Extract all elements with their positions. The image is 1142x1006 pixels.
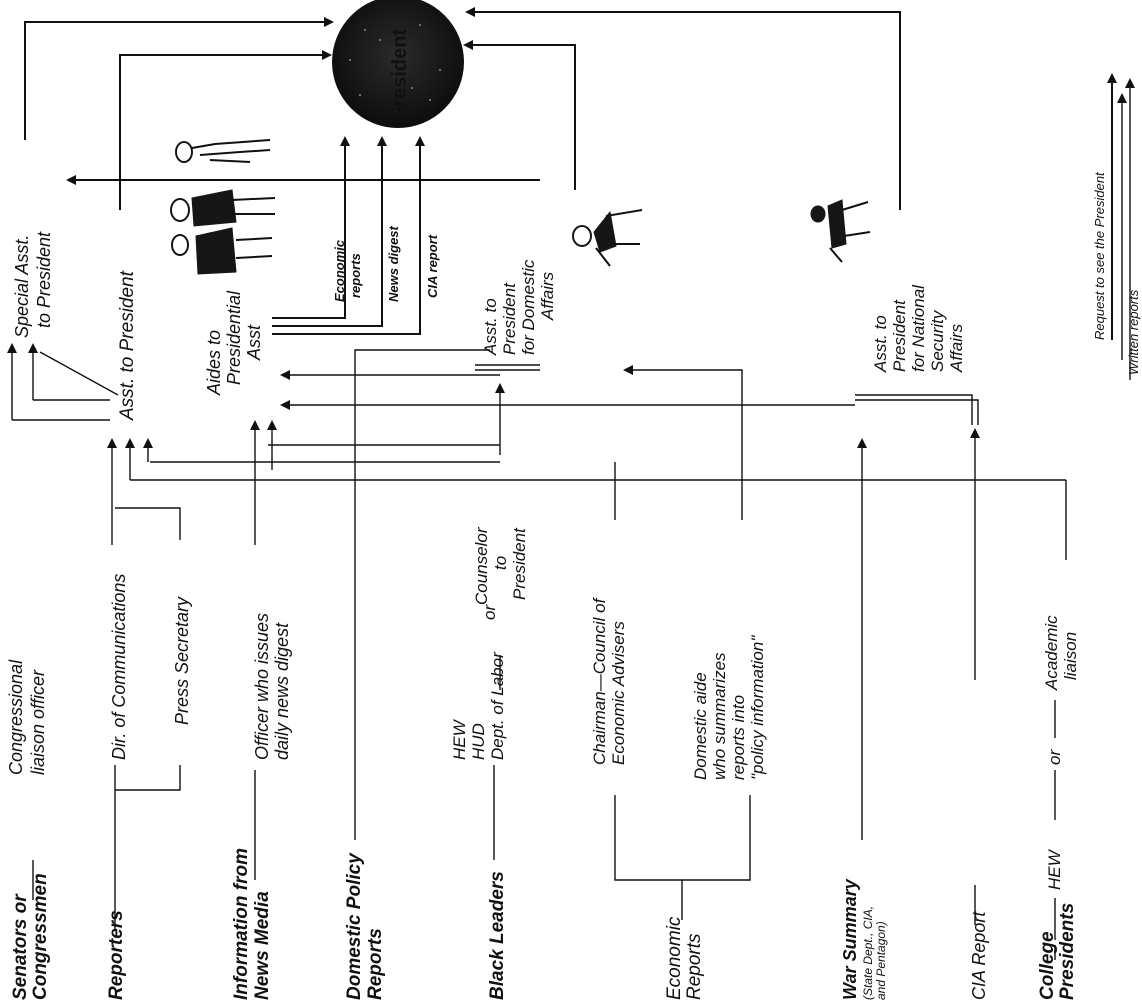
asst-national-line-2: President (890, 299, 909, 372)
figure-group-left (170, 139, 276, 275)
asst-national-line-1: Asst. to (871, 315, 890, 373)
hew-2-label: HEW (1045, 848, 1064, 890)
figure-national-security (810, 199, 871, 263)
congressional-line-1: Congressional (6, 659, 26, 775)
counselor-line-1: Counselor (472, 526, 491, 605)
officer-news-line-2: daily news digest (272, 622, 292, 760)
asst-domestic-node: Asst. to President for Domestic Affairs (481, 259, 557, 356)
economic-reports-line-1: Economic (664, 916, 685, 1000)
cia-report-source-label: CIA Report (969, 911, 989, 1000)
lines-to-president (24, 7, 901, 335)
cia-report-label: CIA report (425, 234, 440, 298)
officer-news-line-1: Officer who issues (252, 613, 272, 760)
college-line-1: College (1037, 931, 1058, 1000)
asst-national-node: Asst. to President for National Security… (871, 284, 966, 373)
legend-written-label: Written reports (1126, 289, 1141, 375)
president-label: President (389, 29, 411, 120)
asst-president-request-line (119, 50, 332, 210)
figure-person-3 (171, 227, 273, 275)
special-asst-request-line (24, 17, 334, 140)
war-summary-label: War Summary (840, 878, 860, 1000)
president-node: President (332, 0, 464, 128)
domestic-policy-line-1: Domestic Policy (344, 852, 365, 1000)
aides-node: Aides to Presidential Asst (204, 290, 264, 396)
press-secretary-label: Press Secretary (172, 596, 192, 725)
congressional-line-2: liaison officer (28, 669, 48, 775)
economic-label-1: Economic (332, 239, 347, 302)
president-circle (332, 0, 464, 128)
senators-line-1: Senators or (10, 893, 31, 1000)
middle-labels: Congressional liaison officer Dir. of Co… (6, 526, 1080, 940)
special-asst-line-2: to President (34, 231, 54, 328)
cia-report-line (272, 136, 425, 335)
war-summary-sub-1: (State Dept., CIA, (861, 906, 875, 1000)
counselor-line-2: to (491, 556, 510, 570)
legend: Request to see the President Written rep… (1092, 73, 1141, 380)
asst-domestic-line-2: President (500, 282, 519, 355)
chairman-line-2: Economic Advisers (609, 621, 628, 765)
domestic-aide-line-2: who summarizes (710, 652, 729, 780)
special-asst-node: Special Asst. to President (12, 231, 54, 338)
asst-domestic-line-3: for Domestic (519, 259, 538, 355)
figure-person-2 (170, 189, 276, 227)
war-summary-sub-2: and Pentagon) (874, 921, 888, 1000)
middle-connectors (6, 343, 1067, 840)
dept-hud: HUD (469, 723, 488, 760)
black-leaders-label: Black Leaders (487, 871, 508, 1000)
special-asst-line-1: Special Asst. (12, 235, 32, 338)
economic-label-2: reports (348, 253, 363, 298)
domestic-affairs-request-line (463, 40, 576, 190)
legend-request-label: Request to see the President (1092, 171, 1107, 340)
domestic-aide-line (623, 365, 743, 520)
source-connectors (32, 765, 1056, 960)
domestic-policy-line (354, 349, 490, 840)
academic-line-1: Academic (1042, 615, 1061, 691)
aides-line-2: Presidential (224, 290, 244, 385)
chairman-line-1: Chairman—Council of (590, 596, 609, 765)
news-media-line-2: News Media (252, 891, 273, 1000)
counselor-line-3: President (510, 527, 529, 600)
news-digest-line (272, 136, 387, 327)
aides-line-1: Aides to (204, 330, 224, 396)
asst-national-line-3: for National (909, 284, 928, 372)
figure-person-1 (175, 139, 271, 163)
or-label-2: or (1045, 749, 1064, 765)
academic-line-2: liaison (1061, 632, 1080, 680)
dept-hew: HEW (450, 718, 469, 760)
economic-reports-line-2: Reports (684, 933, 705, 1000)
senators-line-2: Congressmen (30, 873, 51, 1000)
asst-domestic-line-1: Asst. to (481, 298, 500, 356)
report-labels: Economic reports News digest CIA report (332, 225, 440, 302)
news-media-line-1: Information from (231, 848, 252, 1000)
reporters-label: Reporters (106, 910, 127, 1000)
economic-report-line (272, 136, 350, 319)
domestic-aide-line-4: "policy information" (748, 635, 767, 780)
sources: Senators or Congressmen Reporters Inform… (10, 848, 1078, 1000)
figure-domestic-affairs (572, 209, 643, 267)
domestic-aide-line-3: reports into (729, 695, 748, 780)
or-label-1: or (480, 604, 499, 620)
news-digest-label: News digest (386, 225, 401, 302)
aides-line-3: Asst (244, 324, 264, 361)
domestic-aide-line-1: Domestic aide (691, 672, 710, 780)
national-security-request-line (465, 7, 901, 210)
college-line-2: Presidents (1057, 903, 1078, 1000)
asst-to-president-label: Asst. to President (117, 270, 138, 421)
circle-speckles (349, 24, 441, 111)
asst-national-line-4: Security (928, 309, 947, 372)
asst-national-line-5: Affairs (947, 323, 966, 373)
asst-domestic-line-4: Affairs (538, 271, 557, 321)
dir-communications-label: Dir. of Communications (109, 574, 129, 760)
domestic-policy-line-2: Reports (365, 928, 386, 1000)
dept-labor: Dept. of Labor (488, 651, 507, 760)
